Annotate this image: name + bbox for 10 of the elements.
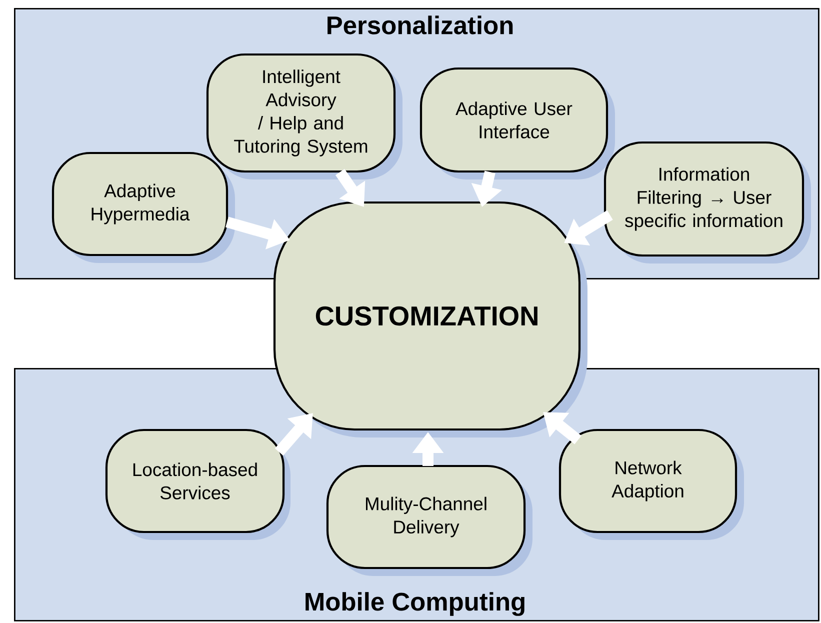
rounded-box: Information Filtering → User specific information	[604, 141, 811, 264]
panel-heading: Personalization	[328, 16, 513, 34]
rounded-box: Adaptive Hypermedia	[52, 152, 235, 263]
central-box: CUSTOMIZATION	[273, 201, 588, 438]
rounded-box: Network Adaption	[558, 428, 744, 540]
rounded-box: Adaptive User Interface	[420, 67, 615, 180]
rounded-box: Location-based Services	[105, 428, 290, 540]
rounded-box: Mulity-Channel Delivery	[326, 464, 532, 576]
panel-heading: Mobile Computing	[306, 592, 524, 616]
rounded-box: Intelligent Advisory / Help and Tutoring System	[206, 53, 402, 180]
